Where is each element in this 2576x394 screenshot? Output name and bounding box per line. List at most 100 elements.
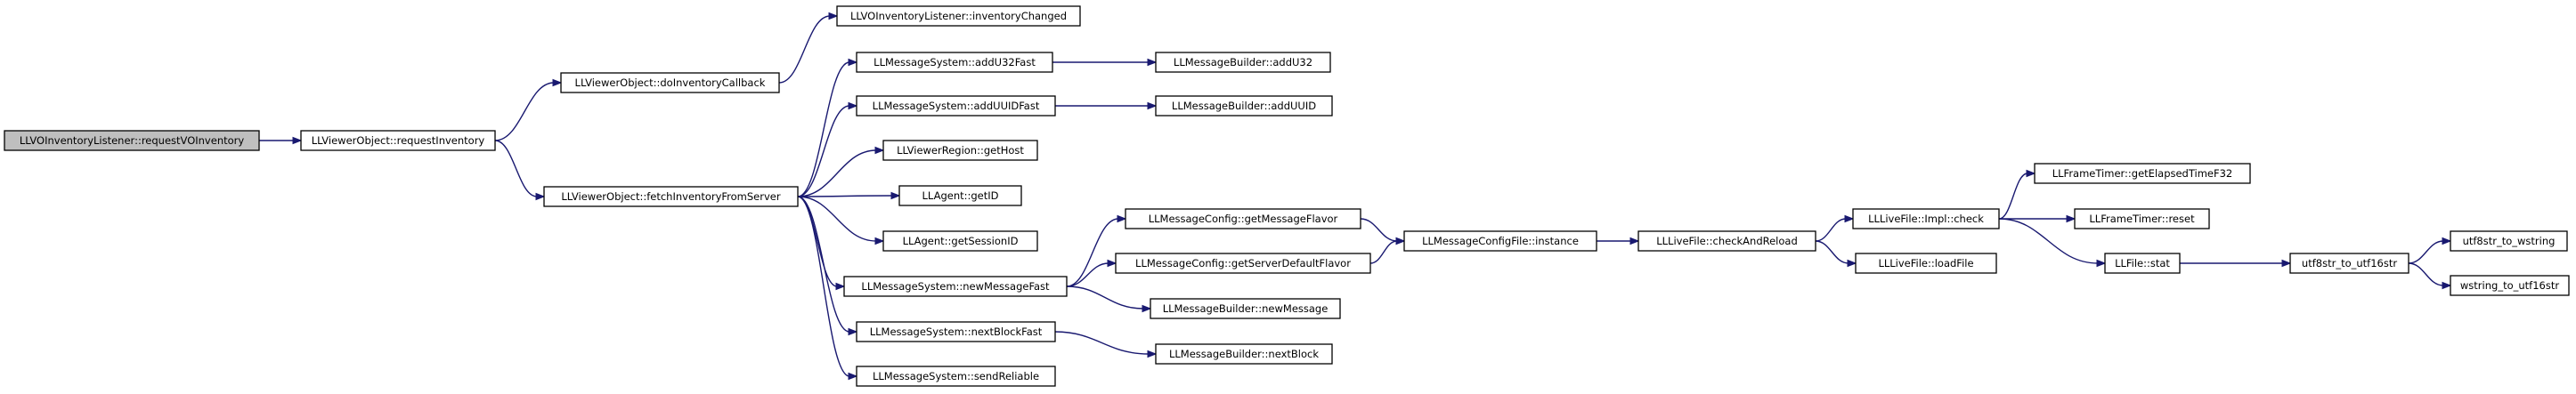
node-llfile-stat[interactable]: LLFile::stat bbox=[2104, 253, 2181, 274]
node-box bbox=[1155, 95, 1333, 117]
node-box bbox=[882, 140, 1038, 161]
node-llframetimer-reset[interactable]: LLFrameTimer::reset bbox=[2074, 208, 2210, 229]
node-label: LLLiveFile::checkAndReload bbox=[1656, 235, 1798, 247]
edge-line bbox=[797, 61, 850, 197]
node-lllivefile-impl-check[interactable]: LLLiveFile::Impl::check bbox=[1852, 208, 2000, 229]
node-box bbox=[2450, 230, 2568, 252]
node-llmessageconfigfile-instance[interactable]: LLMessageConfigFile::instance bbox=[1403, 230, 1597, 252]
node-llviewerobject-requestinventory[interactable]: LLViewerObject::requestInventory bbox=[300, 130, 496, 151]
node-llviewerregion-gethost[interactable]: LLViewerRegion::getHost bbox=[882, 140, 1038, 161]
edge-n19-n20 bbox=[1596, 237, 1640, 245]
edge-arrowhead bbox=[874, 146, 885, 155]
edge-n10-n16 bbox=[1066, 259, 1117, 287]
node-box bbox=[1125, 208, 1361, 229]
node-label: wstring_to_utf16str bbox=[2460, 279, 2559, 292]
node-llviewerobject-fetchinventoryfromserver[interactable]: LLViewerObject::fetchInventoryFromServer bbox=[543, 186, 799, 207]
node-box bbox=[836, 5, 1081, 27]
node-label: LLMessageConfig::getMessageFlavor bbox=[1149, 213, 1338, 225]
node-llmessageconfig-getmessageflavor[interactable]: LLMessageConfig::getMessageFlavor bbox=[1125, 208, 1361, 229]
edge-arrowhead bbox=[1142, 304, 1152, 313]
node-llmessagesystem-nextblockfast[interactable]: LLMessageSystem::nextBlockFast bbox=[856, 321, 1056, 342]
node-label: LLFrameTimer::reset bbox=[2089, 213, 2195, 225]
edge-arrowhead bbox=[2442, 281, 2452, 290]
edge-n2-n4 bbox=[778, 12, 839, 84]
node-llmessagebuilder-nextblock[interactable]: LLMessageBuilder::nextBlock bbox=[1155, 343, 1333, 365]
node-label: LLLiveFile::Impl::check bbox=[1868, 213, 1984, 225]
node-label: LLMessageSystem::addUUIDFast bbox=[873, 100, 1040, 112]
node-llmessagebuilder-newmessage[interactable]: LLMessageBuilder::newMessage bbox=[1150, 298, 1341, 319]
node-label: LLMessageBuilder::nextBlock bbox=[1169, 348, 1319, 360]
edge-line bbox=[1054, 331, 1150, 355]
node-box bbox=[543, 186, 799, 207]
node-label: utf8str_to_utf16str bbox=[2302, 257, 2397, 269]
edge-n3-n12 bbox=[797, 196, 858, 381]
node-llvoinventorylistener-requestvoinventory[interactable]: LLVOInventoryListener::requestVOInventor… bbox=[4, 130, 260, 151]
node-utf8str-to-utf16str[interactable]: utf8str_to_utf16str bbox=[2289, 253, 2409, 274]
edge-n3-n11 bbox=[797, 196, 858, 336]
edge-arrowhead bbox=[1107, 259, 1117, 268]
node-label: LLMessageBuilder::addUUID bbox=[1172, 100, 1316, 112]
edge-n3-n5 bbox=[797, 58, 858, 197]
node-lllivefile-checkandreload[interactable]: LLLiveFile::checkAndReload bbox=[1637, 230, 1816, 252]
edge-line bbox=[494, 82, 555, 141]
edge-line bbox=[1066, 262, 1109, 287]
node-lllivefile-loadfile[interactable]: LLLiveFile::loadFile bbox=[1855, 253, 1997, 274]
node-wstring-to-utf16str[interactable]: wstring_to_utf16str bbox=[2450, 275, 2570, 296]
node-box bbox=[1855, 253, 1997, 274]
edge-n25-n26 bbox=[2180, 259, 2292, 268]
edge-arrowhead bbox=[1147, 101, 1158, 110]
node-llmessagesystem-adduuidfast[interactable]: LLMessageSystem::addUUIDFast bbox=[856, 95, 1056, 117]
node-label: LLViewerObject::requestInventory bbox=[312, 134, 485, 147]
nodes-layer: LLVOInventoryListener::requestVOInventor… bbox=[4, 5, 2570, 387]
node-box bbox=[1403, 230, 1597, 252]
node-llmessagebuilder-addu32[interactable]: LLMessageBuilder::addU32 bbox=[1155, 52, 1331, 73]
edge-n10-n17 bbox=[1066, 285, 1152, 313]
edge-n11-n18 bbox=[1054, 331, 1158, 358]
node-llframetimer-getelapsedtimef32[interactable]: LLFrameTimer::getElapsedTimeF32 bbox=[2034, 163, 2251, 184]
node-llmessageconfig-getserverdefaultflavor[interactable]: LLMessageConfig::getServerDefaultFlavor bbox=[1115, 253, 1371, 274]
edge-n1-n2 bbox=[494, 78, 563, 141]
node-box bbox=[2104, 253, 2181, 274]
node-label: LLMessageSystem::sendReliable bbox=[873, 370, 1039, 382]
node-box bbox=[856, 321, 1056, 342]
edge-arrowhead bbox=[535, 192, 546, 201]
node-box bbox=[2074, 208, 2210, 229]
edge-n26-n28 bbox=[2408, 262, 2452, 290]
node-llmessagesystem-sendreliable[interactable]: LLMessageSystem::sendReliable bbox=[856, 366, 1056, 387]
node-llvoinventorylistener-inventorychanged[interactable]: LLVOInventoryListener::inventoryChanged bbox=[836, 5, 1081, 27]
edge-n20-n21 bbox=[1815, 214, 1855, 242]
edge-arrowhead bbox=[1847, 259, 1857, 268]
node-llmessagesystem-newmessagefast[interactable]: LLMessageSystem::newMessageFast bbox=[843, 276, 1068, 297]
node-box bbox=[1852, 208, 2000, 229]
node-box bbox=[300, 130, 496, 151]
edge-n6-n14 bbox=[1055, 101, 1158, 110]
node-llmessagebuilder-adduuid[interactable]: LLMessageBuilder::addUUID bbox=[1155, 95, 1333, 117]
edge-line bbox=[2408, 240, 2444, 264]
node-label: LLMessageSystem::nextBlockFast bbox=[870, 326, 1043, 338]
node-utf8str-to-wstring[interactable]: utf8str_to_wstring bbox=[2450, 230, 2568, 252]
edge-n3-n8 bbox=[797, 191, 901, 200]
edge-arrowhead bbox=[292, 136, 303, 145]
node-label: LLFrameTimer::getElapsedTimeF32 bbox=[2052, 167, 2233, 180]
edge-line bbox=[797, 196, 850, 377]
edge-line bbox=[1815, 218, 1847, 242]
edge-line bbox=[797, 196, 877, 242]
edge-n20-n22 bbox=[1815, 240, 1857, 268]
edge-line bbox=[778, 15, 831, 84]
node-llagent-getsessionid[interactable]: LLAgent::getSessionID bbox=[882, 230, 1038, 252]
node-llviewerobject-doinventorycallback[interactable]: LLViewerObject::doInventoryCallback bbox=[560, 72, 780, 93]
node-label: LLVOInventoryListener::inventoryChanged bbox=[850, 10, 1067, 22]
edge-n5-n13 bbox=[1052, 58, 1158, 67]
node-box bbox=[2034, 163, 2251, 184]
node-box bbox=[856, 52, 1053, 73]
edge-line bbox=[494, 140, 538, 197]
edge-arrowhead bbox=[874, 237, 885, 245]
node-label: LLMessageConfigFile::instance bbox=[1422, 235, 1579, 247]
node-llmessagesystem-addu32fast[interactable]: LLMessageSystem::addU32Fast bbox=[856, 52, 1053, 73]
edge-arrowhead bbox=[2281, 259, 2292, 268]
edge-line bbox=[1369, 240, 1398, 264]
edge-arrowhead bbox=[828, 12, 839, 20]
edge-n26-n27 bbox=[2408, 237, 2452, 264]
node-llagent-getid[interactable]: LLAgent::getID bbox=[898, 185, 1022, 206]
